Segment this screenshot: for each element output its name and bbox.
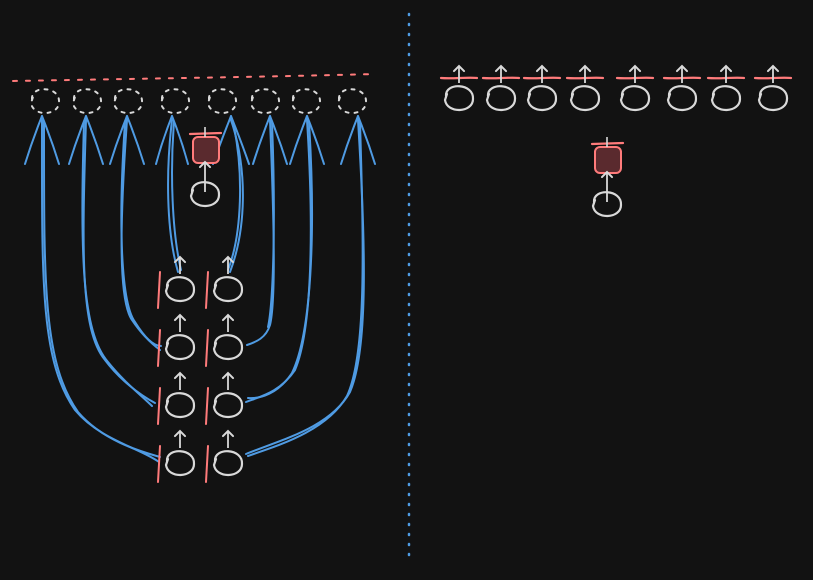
stack-node-r1-c1 [164, 276, 196, 303]
slot-5 [207, 88, 238, 114]
left-top-slots [30, 88, 368, 114]
right-pending-block [594, 146, 622, 174]
arrow-1-shaft-2 [42, 121, 161, 458]
right-top-nodes [439, 64, 793, 112]
left-node-stack [157, 255, 244, 483]
arrow-1-head-left [24, 115, 43, 165]
stack-red-bar-r4-c2 [205, 445, 209, 483]
right-node-3 [526, 85, 558, 112]
left-pending-block [188, 127, 223, 208]
left-blue-arrows [24, 115, 376, 463]
arrow-8-shaft [245, 119, 365, 455]
arrow-8-shaft-2 [247, 121, 364, 457]
arrow-8-head-right [357, 115, 376, 165]
slot-2 [72, 88, 103, 114]
stack-red-bar-r3-c2 [205, 387, 209, 425]
stack-node-r3-c1 [164, 392, 196, 419]
left-red-dashed-line [12, 73, 377, 82]
slot-3 [113, 88, 144, 114]
arrow-3-head-right [126, 115, 145, 165]
left-pending-node [189, 181, 221, 208]
stack-red-bar-r3-c1 [157, 387, 161, 425]
right-node-2 [485, 85, 517, 112]
stack-node-r2-c2 [212, 334, 244, 361]
left-pending-block [192, 136, 220, 164]
arrow-5-head-right [230, 115, 250, 165]
arrow-6-head-left [252, 115, 271, 165]
stack-red-bar-r2-c1 [157, 329, 161, 367]
right-panel [439, 64, 793, 218]
slot-8 [337, 88, 368, 114]
right-node-1 [443, 85, 475, 112]
stack-node-r4-c1 [164, 450, 196, 477]
arrow-3-head-left [109, 115, 128, 165]
arrow-4-head-left [155, 115, 173, 165]
arrow-6-shaft-2 [267, 121, 275, 328]
arrow-6-shaft [246, 119, 275, 346]
arrow-6-head-right [269, 115, 288, 165]
arrow-2-head-right [85, 115, 104, 165]
arrow-8-head-left [340, 115, 359, 165]
arrow-4-head-right [171, 115, 189, 165]
arrow-7-shaft-2 [247, 121, 313, 400]
stack-node-r4-c2 [212, 450, 244, 477]
arrow-7-head-right [306, 115, 325, 165]
right-node-4 [569, 85, 601, 112]
slot-6 [250, 88, 281, 114]
stack-node-r1-c2 [212, 276, 244, 303]
left-panel [12, 73, 377, 483]
arrow-2-head-left [68, 115, 87, 165]
right-node-5 [619, 85, 651, 112]
right-node-6 [666, 85, 698, 112]
stack-red-bar-r1-c1 [157, 271, 161, 309]
slot-7 [291, 88, 322, 114]
right-pending-node [591, 191, 623, 218]
slot-1 [30, 88, 61, 114]
arrow-7-shaft [245, 119, 312, 403]
stack-red-bar-r4-c1 [157, 445, 161, 483]
slot-4 [160, 88, 191, 114]
right-pending-block [590, 137, 625, 218]
arrow-1-shaft [40, 119, 160, 463]
stack-red-bar-r1-c2 [205, 271, 209, 309]
arrow-1-head-right [41, 115, 60, 165]
stack-node-r3-c2 [212, 392, 244, 419]
right-node-7 [710, 85, 742, 112]
stack-red-bar-r2-c2 [205, 329, 209, 367]
right-node-8 [757, 85, 789, 112]
arrow-7-head-left [289, 115, 308, 165]
arrow-3-shaft-2 [120, 121, 162, 347]
arrow-2-shaft-2 [81, 121, 153, 407]
stack-node-r2-c1 [164, 334, 196, 361]
